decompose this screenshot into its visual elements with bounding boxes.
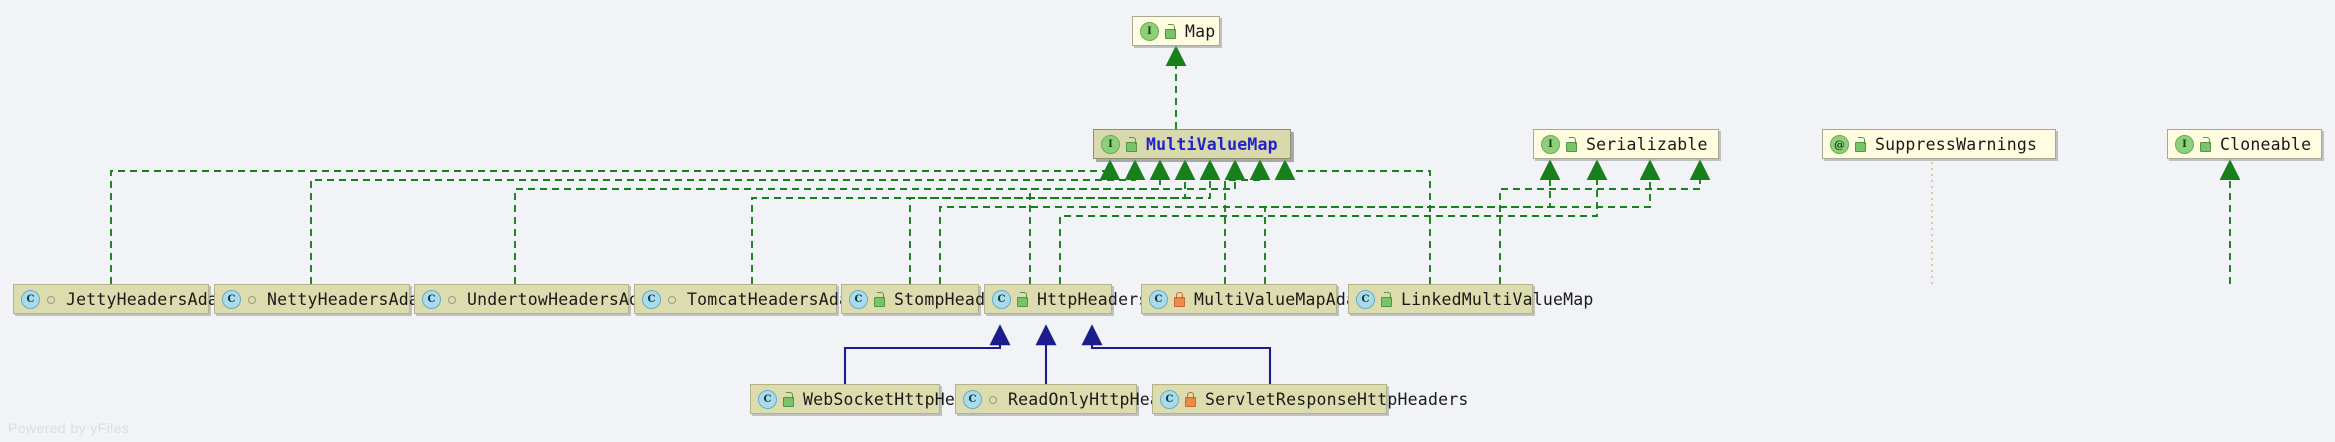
- node-label: LinkedMultiValueMap: [1401, 289, 1594, 309]
- edge-httpheaders-to-serializable: [1059, 159, 1608, 284]
- unlock-icon: [1164, 24, 1176, 39]
- annotation-icon: @: [1830, 134, 1849, 154]
- class-icon: C: [422, 289, 441, 309]
- class-icon: C: [642, 289, 661, 309]
- edge-tomcatheadersadapter-to-multivaluemap: [751, 159, 1196, 284]
- node-multivaluemap[interactable]: I MultiValueMap: [1093, 129, 1291, 159]
- node-undertowheadersadapter[interactable]: C UndertowHeadersAdapter: [414, 284, 690, 314]
- package-circle-icon: [45, 292, 57, 306]
- lock-icon: [1184, 392, 1196, 407]
- package-circle-icon: [987, 392, 999, 406]
- node-websockethttpheaders[interactable]: C WebSocketHttpHeaders: [750, 384, 1005, 414]
- edge-jettyheadersadapter-to-multivaluemap: [110, 159, 1121, 284]
- node-label: Cloneable: [2220, 134, 2312, 154]
- node-label: ServletResponseHttpHeaders: [1205, 389, 1469, 409]
- unlock-icon: [1565, 137, 1577, 152]
- class-icon: C: [222, 289, 241, 309]
- interface-icon: I: [1541, 134, 1560, 154]
- edge-stompheaders-to-multivaluemap: [909, 159, 1221, 284]
- node-label: Serializable: [1586, 134, 1708, 154]
- node-label: SuppressWarnings: [1875, 134, 2038, 154]
- node-label: MultiValueMapAdapter: [1194, 289, 1397, 309]
- node-readonlyhttpheaders[interactable]: C ReadOnlyHttpHeaders: [955, 384, 1200, 414]
- edge-websockethttpheaders-to-httpheaders: [843, 324, 1011, 384]
- unlock-icon: [1125, 137, 1137, 152]
- node-label: Map: [1185, 21, 1216, 41]
- class-icon: C: [1160, 389, 1179, 409]
- edge-httpheaders-to-multivaluemap: [1029, 159, 1246, 284]
- edge-undertowheadersadapter-to-multivaluemap: [514, 159, 1171, 284]
- node-tomcatheadersadapter[interactable]: C TomcatHeadersAdapter: [634, 284, 889, 314]
- class-icon: C: [992, 289, 1011, 309]
- node-label: HttpHeaders: [1037, 289, 1149, 309]
- node-cloneable[interactable]: I Cloneable: [2167, 129, 2322, 159]
- realization-edges: [110, 45, 2241, 284]
- interface-icon: I: [1101, 134, 1120, 154]
- edge-multivaluemapadapter-to-serializable: [1264, 159, 1661, 284]
- node-httpheaders[interactable]: C HttpHeaders: [984, 284, 1148, 314]
- node-servletresponsehttpheaders[interactable]: C ServletResponseHttpHeaders: [1152, 384, 1468, 414]
- node-label: WebSocketHttpHeaders: [803, 389, 1006, 409]
- node-label: NettyHeadersAdapter: [267, 289, 460, 309]
- class-icon: C: [21, 289, 40, 309]
- yfiles-watermark: Powered by yFiles: [8, 420, 130, 436]
- abstract-class-icon: C: [1149, 289, 1168, 309]
- unlock-icon: [1854, 137, 1866, 152]
- edge-multivaluemapadapter-to-multivaluemap: [1224, 159, 1271, 284]
- node-linkedmultivaluemap[interactable]: C LinkedMultiValueMap: [1348, 284, 1593, 314]
- lock-icon: [1173, 292, 1185, 307]
- package-circle-icon: [246, 292, 258, 306]
- node-map[interactable]: I Map: [1132, 16, 1220, 46]
- class-icon: C: [758, 389, 777, 409]
- edge-linkedmultivaluemap-to-serializable: [1499, 159, 1711, 284]
- edge-servletresponsehttpheaders-to-httpheaders: [1081, 324, 1272, 384]
- interface-icon: I: [1140, 21, 1159, 41]
- edge-stompheaders-to-serializable: [939, 159, 1561, 284]
- node-stompheaders[interactable]: C StompHeaders: [841, 284, 1015, 314]
- class-icon: C: [963, 389, 982, 409]
- node-nettyheadersadapter[interactable]: C NettyHeadersAdapter: [214, 284, 459, 314]
- unlock-icon: [2199, 137, 2211, 152]
- node-multivaluemapadapter[interactable]: C MultiValueMapAdapter: [1141, 284, 1396, 314]
- node-serializable[interactable]: I Serializable: [1533, 129, 1719, 159]
- unlock-icon: [1016, 292, 1028, 307]
- node-label: TomcatHeadersAdapter: [687, 289, 890, 309]
- interface-icon: I: [2175, 134, 2194, 154]
- package-circle-icon: [666, 292, 678, 306]
- node-jettyheadersadapter[interactable]: C JettyHeadersAdapter: [13, 284, 258, 314]
- unlock-icon: [782, 392, 794, 407]
- class-icon: C: [1356, 289, 1375, 309]
- edge-nettyheadersadapter-to-multivaluemap: [310, 159, 1146, 284]
- edge-linkedmultivaluemap-to-multivaluemap: [1274, 159, 1431, 284]
- class-icon: C: [849, 289, 868, 309]
- node-suppresswarnings[interactable]: @ SuppressWarnings: [1822, 129, 2056, 159]
- generalization-edges: [843, 324, 1272, 384]
- node-label: MultiValueMap: [1146, 134, 1278, 154]
- node-label: JettyHeadersAdapter: [66, 289, 259, 309]
- unlock-icon: [1380, 292, 1392, 307]
- package-circle-icon: [446, 292, 458, 306]
- unlock-icon: [873, 292, 885, 307]
